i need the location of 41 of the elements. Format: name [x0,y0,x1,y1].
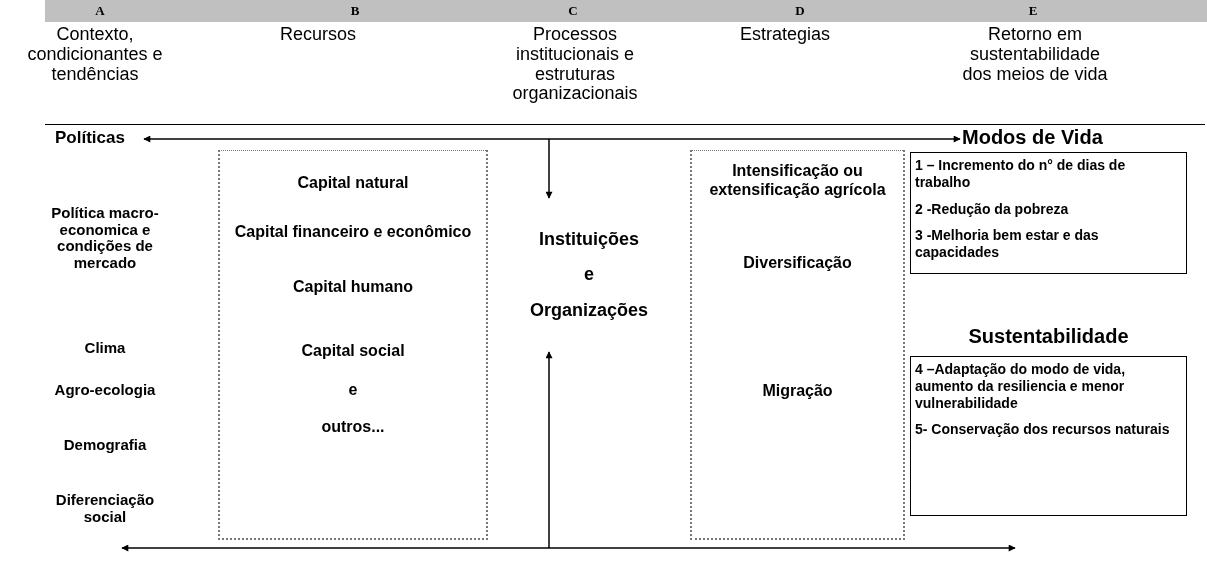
column-heading: Processos institucionais e estruturas organizacionais [511,25,639,105]
box-text: Migração [762,380,833,400]
box-text: Intensificação ou extensificação agrícola [708,161,887,200]
arrow [143,135,961,143]
node-text: Instituições [539,228,639,251]
column-heading: Recursos [279,25,357,45]
box-heading: Sustentabilidade [967,325,1130,348]
column-heading: Retorno em sustentabilidade dos meios de vida [961,25,1109,85]
box-text: e [348,379,358,399]
column-heading: Contexto, condicionantes e tendências [26,25,164,85]
dotted-box [218,150,488,540]
node-label: Políticas [55,128,140,152]
column-letter: D [794,4,806,19]
node-label: Modos de Vida [962,126,1107,152]
arrow [545,351,553,549]
column-letter: B [349,4,361,19]
node-text: e [584,264,594,286]
column-letter: E [1027,4,1039,19]
box-text: Capital natural [297,173,409,193]
box-text: Capital humano [293,277,413,297]
factor-label: Clima [83,340,127,357]
box-text: outros... [321,416,385,437]
outcome-box [910,152,1187,274]
factor-label: Demografia [62,437,148,454]
node-text: Organizações [529,299,648,322]
column-heading: Estrategias [738,25,831,45]
dotted-box [690,150,905,540]
box-text: 2 -Redução da pobreza [915,200,1070,218]
factor-label: Política macro-economica e condições de mercado [50,205,160,271]
box-text: 1 – Incremento do n° de dias de trabalho [915,157,1127,191]
box-text: 5- Conservação dos recursos naturais [915,421,1171,439]
box-text: 4 –Adaptação do modo de vida, aumento da resiliencia e menor vulnerabilidade [915,361,1127,412]
column-letter: C [567,4,579,19]
box-text: 3 -Melhoria bem estar e das capacidades [915,227,1100,261]
arrow [545,138,553,199]
factor-label: Agro-ecologia [53,382,157,399]
factor-label: Diferenciação social [54,492,156,525]
box-text: Capital financeiro e econômico [234,222,472,242]
box-text: Diversificação [743,253,852,273]
column-letter: A [94,4,106,19]
box-text: Capital social [301,340,405,360]
